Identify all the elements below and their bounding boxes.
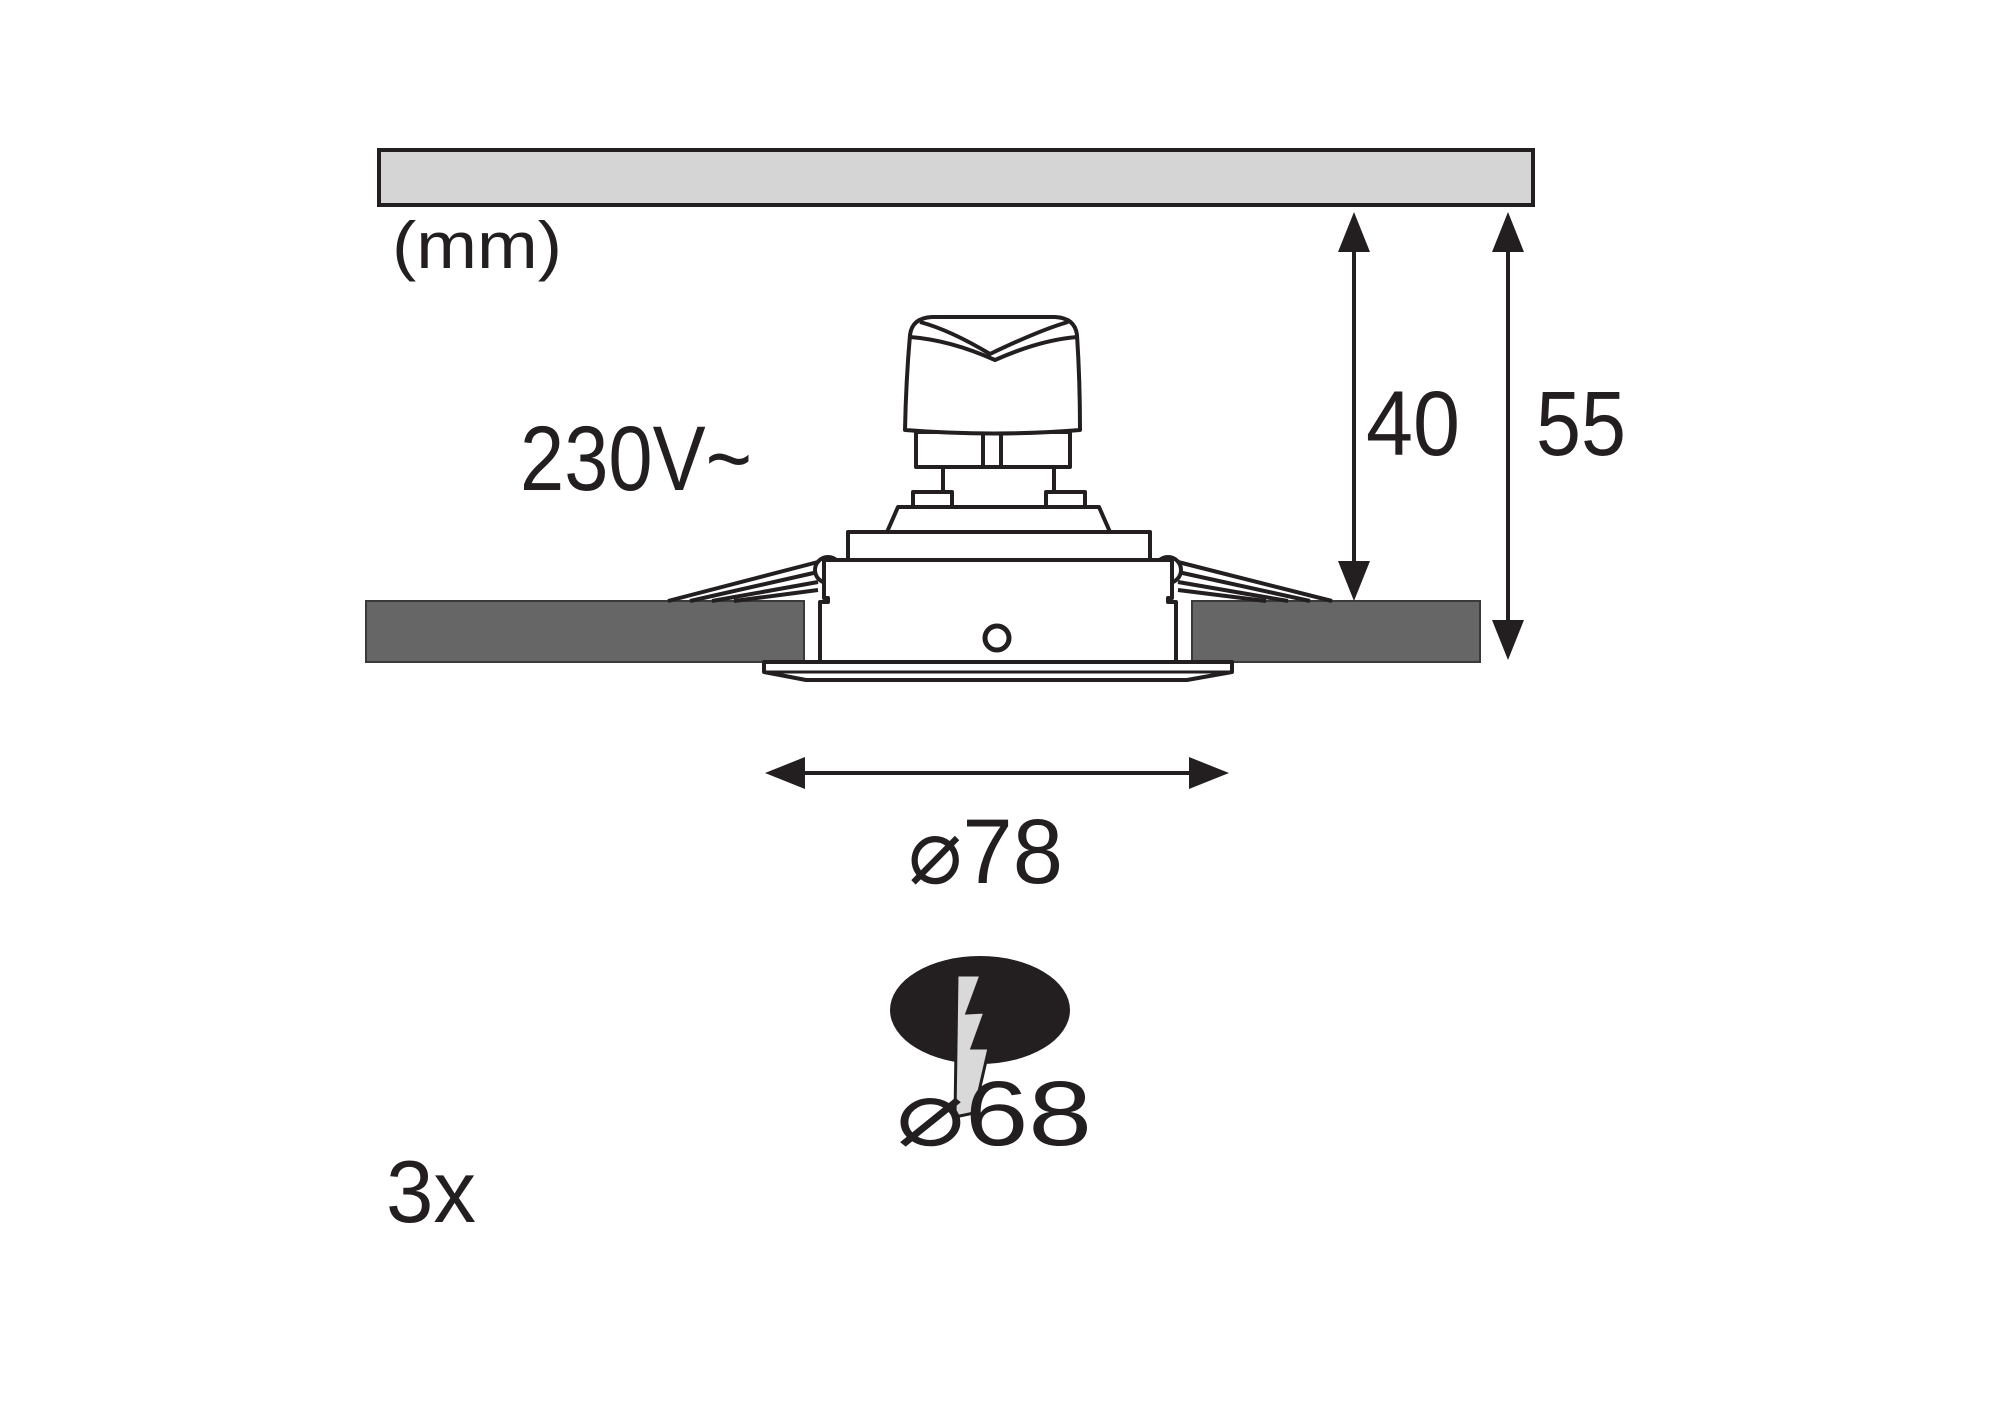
ceiling-cutout-drill-icon [890,956,1070,1119]
connector-cap-wave [909,335,1078,362]
dimension-55-label: 55 [1536,373,1626,475]
spring-clip-left [667,555,843,603]
adjust-hole [982,623,1012,653]
socket-pad-right [1044,490,1087,509]
dimension-40-arrow [1338,212,1370,601]
dimension-55-arrow [1492,212,1524,660]
ceiling-board-left [365,600,805,663]
unit-label: (mm) [392,208,562,282]
housing-top [885,505,1112,534]
socket-pad-left [911,490,954,509]
spring-clip-right [1153,555,1333,603]
ceiling-board-right [1191,600,1481,663]
downlight-fixture [667,315,1333,682]
upper-ceiling-bar [377,148,1535,207]
dimension-78-arrow [765,757,1229,789]
connector-divider [981,430,1003,469]
dimension-40-label: 40 [1366,373,1460,475]
voltage-label: 230V~ [520,408,752,510]
connector-cap [903,315,1082,436]
housing-collar [846,530,1152,562]
dimension-78-label: ⌀78 [908,801,1063,903]
lightning-bolt-icon [953,973,991,1119]
quantity-label: 3x [386,1142,476,1241]
dimension-68-label: ⌀68 [896,1063,1092,1165]
